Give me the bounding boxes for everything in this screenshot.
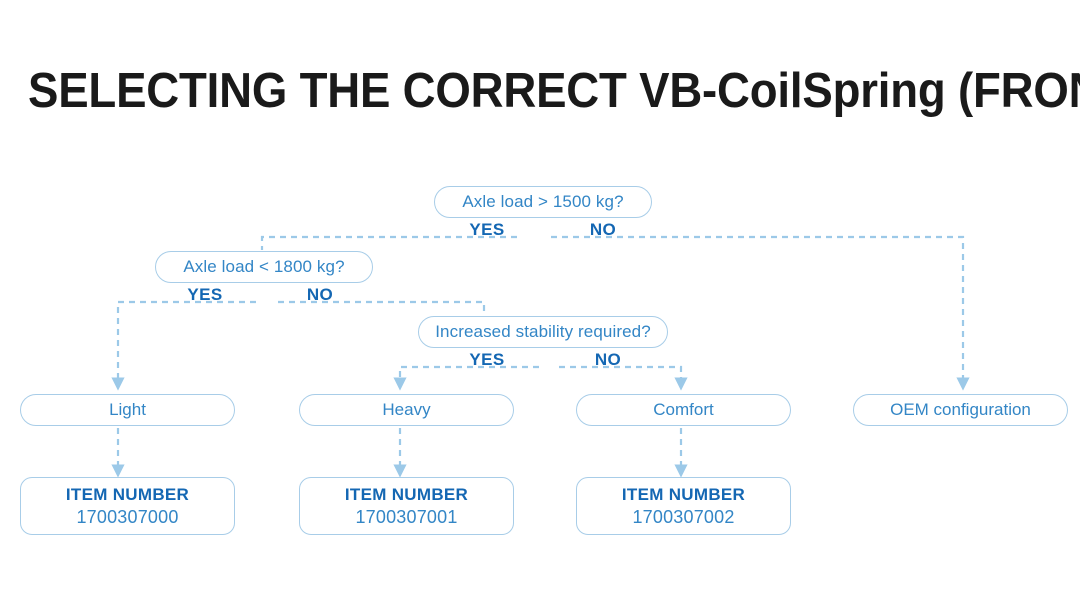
outcome-node-label: Heavy	[382, 400, 431, 419]
item-number-box-comfort[interactable]: ITEM NUMBER 1700307002	[576, 477, 791, 535]
outcome-node-oem-configuration[interactable]: OEM configuration	[853, 394, 1068, 426]
outcome-node-heavy[interactable]: Heavy	[299, 394, 514, 426]
branch-label-d1-no: NO	[589, 220, 617, 239]
branch-label-d3-yes: YES	[469, 350, 505, 369]
branch-label-d2-no: NO	[306, 285, 334, 304]
item-number-label: ITEM NUMBER	[621, 484, 746, 504]
decision-node-axle-load-1500[interactable]: Axle load > 1500 kg?	[434, 186, 652, 218]
decision-node-label: Axle load > 1500 kg?	[462, 192, 624, 211]
outcome-node-label: OEM configuration	[890, 400, 1031, 419]
branch-label-d1-yes: YES	[469, 220, 505, 239]
decision-node-label: Increased stability required?	[435, 322, 651, 341]
outcome-node-comfort[interactable]: Comfort	[576, 394, 791, 426]
decision-node-label: Axle load < 1800 kg?	[183, 257, 345, 276]
edge-d2-yes	[111, 300, 256, 391]
branch-label-d3-no: NO	[594, 350, 622, 369]
page-title: SELECTING THE CORRECT VB-CoilSpring (FRO…	[28, 64, 1080, 118]
item-number-value: 1700307000	[76, 506, 179, 527]
outcome-node-label: Comfort	[653, 400, 714, 419]
branch-label-d2-yes: YES	[187, 285, 223, 304]
decision-node-increased-stability[interactable]: Increased stability required?	[418, 316, 668, 348]
item-number-value: 1700307002	[632, 506, 735, 527]
outcome-node-label: Light	[109, 400, 146, 419]
item-number-value: 1700307001	[355, 506, 458, 527]
item-number-label: ITEM NUMBER	[65, 484, 190, 504]
item-number-label: ITEM NUMBER	[344, 484, 469, 504]
item-number-box-light[interactable]: ITEM NUMBER 1700307000	[20, 477, 235, 535]
decision-node-axle-load-1800[interactable]: Axle load < 1800 kg?	[155, 251, 373, 283]
outcome-node-light[interactable]: Light	[20, 394, 235, 426]
item-number-box-heavy[interactable]: ITEM NUMBER 1700307001	[299, 477, 514, 535]
